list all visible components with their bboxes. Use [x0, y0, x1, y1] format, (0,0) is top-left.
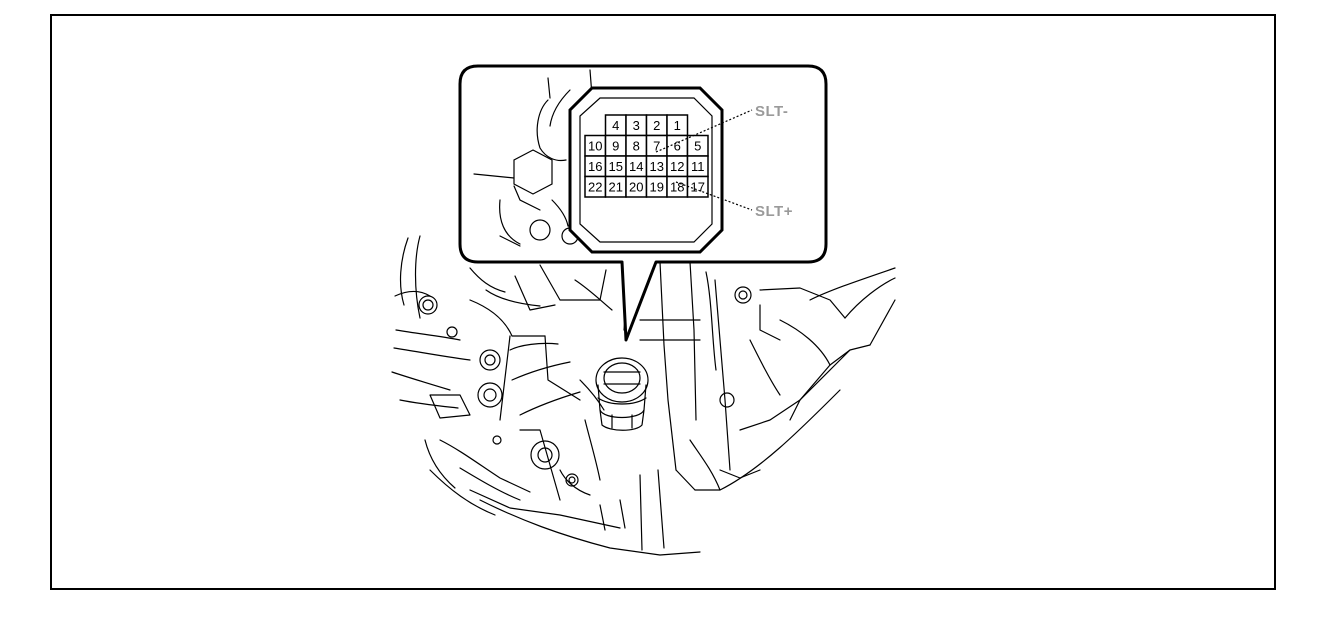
pin-number: 3 — [633, 118, 640, 133]
pin-number: 9 — [612, 138, 619, 153]
label-slt-minus: SLT- — [755, 103, 788, 120]
leader-lines — [655, 109, 753, 211]
pin-number: 2 — [653, 118, 660, 133]
leader-slt-plus — [675, 181, 753, 211]
pin-number: 12 — [670, 159, 684, 174]
pin-number: 1 — [674, 118, 681, 133]
pin-number: 18 — [670, 179, 684, 194]
pin-number: 13 — [650, 159, 664, 174]
pin-number: 11 — [691, 159, 705, 174]
pin-number: 20 — [629, 179, 643, 194]
pin-number: 6 — [674, 138, 681, 153]
transmission-housing-drawing — [391, 235, 896, 556]
pin-number: 15 — [609, 159, 623, 174]
pin-number: 10 — [588, 138, 602, 153]
pin-number: 4 — [612, 118, 619, 133]
outer-frame — [50, 14, 1276, 590]
pin-number: 5 — [694, 138, 701, 153]
pin-number: 21 — [609, 179, 623, 194]
leader-slt-minus — [655, 109, 753, 153]
pin-number: 7 — [653, 138, 660, 153]
pin-number: 14 — [629, 159, 643, 174]
label-slt-plus: SLT+ — [755, 203, 793, 220]
pin-number: 19 — [650, 179, 664, 194]
pin-number: 17 — [691, 179, 705, 194]
pin-number: 16 — [588, 159, 602, 174]
pin-number: 8 — [633, 138, 640, 153]
pin-number: 22 — [588, 179, 602, 194]
